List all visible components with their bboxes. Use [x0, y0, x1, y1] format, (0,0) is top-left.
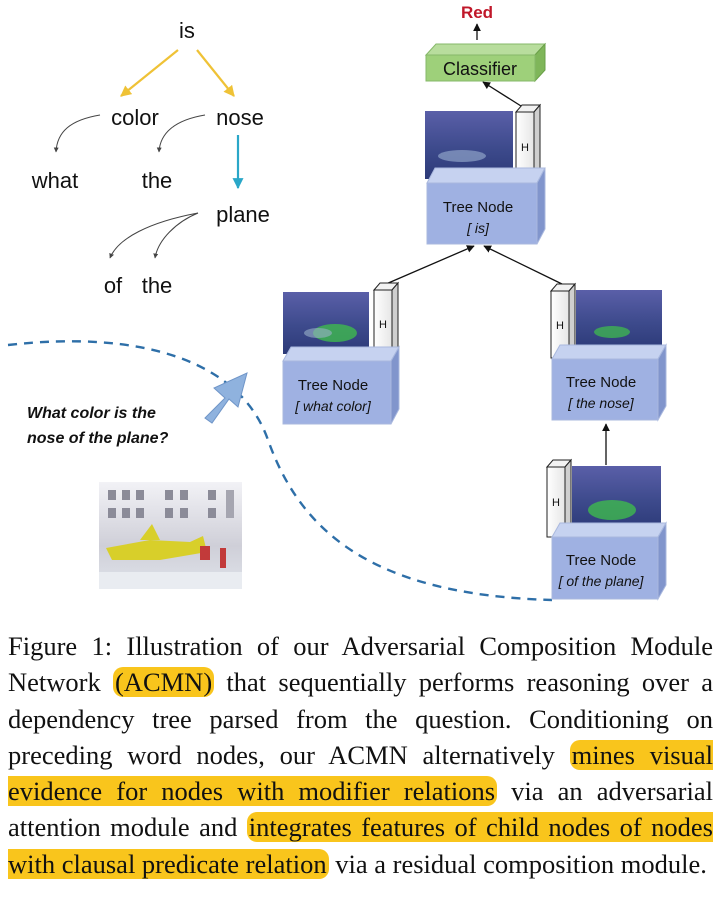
- edge-nose-the: [156, 114, 206, 153]
- caption-part-1: Figure 1: Illustration of our Adversaria…: [8, 631, 713, 698]
- tree-node-is: H Tree Node [ is]: [425, 103, 546, 245]
- caption-part-2: that sequentially performs reasoning ove…: [8, 667, 713, 770]
- edge-plane-the: [153, 212, 199, 259]
- figure-illustration: is color nose what the plane of the What…: [7, 3, 667, 602]
- dependency-tree: is color nose what the plane of the: [31, 18, 270, 298]
- h-vector-of-the-plane: H: [545, 458, 573, 539]
- edge-h-classifier: [482, 81, 522, 107]
- classifier-label: Classifier: [443, 59, 517, 79]
- word-of: of: [104, 273, 123, 298]
- question-line-2: nose of the plane?: [27, 430, 169, 447]
- edge-thenose-is: [483, 245, 563, 285]
- edge-is-nose: [196, 49, 235, 97]
- svg-text:H: H: [556, 320, 564, 332]
- dashed-flow-curve: [7, 340, 553, 602]
- h-vector-what-color: H: [372, 281, 400, 359]
- h-vector-the-nose: H: [549, 282, 577, 360]
- node-word-the-nose: [ the nose]: [567, 395, 634, 411]
- caption-part-4: via a residual composition module.: [328, 848, 707, 879]
- word-the: the: [142, 168, 173, 193]
- caption-part-3: via an adversarial attention module and: [8, 776, 713, 843]
- attention-map-what-color: [283, 292, 369, 354]
- node-word-what-color: [ what color]: [294, 398, 372, 414]
- edge-whatcolor-is: [385, 245, 475, 285]
- attention-map-the-nose: [576, 290, 662, 350]
- svg-text:H: H: [521, 142, 529, 154]
- attention-map-of-the-plane: [572, 466, 661, 530]
- word-the-2: the: [142, 273, 173, 298]
- word-what: what: [31, 168, 78, 193]
- tree-node-what-color: H Tree Node [ what color]: [282, 281, 400, 425]
- word-color: color: [111, 105, 159, 130]
- input-photo: [99, 482, 242, 589]
- node-title-what-color: Tree Node: [298, 377, 368, 394]
- svg-text:H: H: [379, 319, 387, 331]
- node-word-is: [ is]: [466, 220, 490, 236]
- node-word-of-the-plane: [ of the plane]: [558, 573, 645, 589]
- edge-plane-of: [109, 212, 199, 259]
- caption-highlight-acmn: (ACMN): [112, 667, 215, 698]
- h-vector-is: H: [514, 103, 542, 184]
- question-line-1: What color is the: [27, 405, 156, 422]
- word-plane: plane: [216, 202, 270, 227]
- tree-node-the-nose: H Tree Node [ the nose]: [549, 282, 667, 422]
- word-nose: nose: [216, 105, 264, 130]
- svg-text:H: H: [552, 497, 560, 509]
- figure-caption: Figure 1: Illustration of our Adversaria…: [8, 628, 713, 882]
- edge-is-color: [120, 49, 179, 97]
- node-title-the-nose: Tree Node: [566, 374, 636, 391]
- question-text: What color is the nose of the plane?: [27, 405, 169, 447]
- node-title-of-the-plane: Tree Node: [566, 552, 636, 569]
- classifier-box: Classifier: [424, 42, 547, 83]
- edge-color-what: [53, 114, 101, 153]
- word-is: is: [179, 18, 195, 43]
- node-title-is: Tree Node: [443, 199, 513, 216]
- answer-label: Red: [461, 3, 493, 22]
- tree-node-of-the-plane: H Tree Node [ of the plane]: [545, 458, 667, 601]
- input-arrow-icon: [204, 372, 248, 424]
